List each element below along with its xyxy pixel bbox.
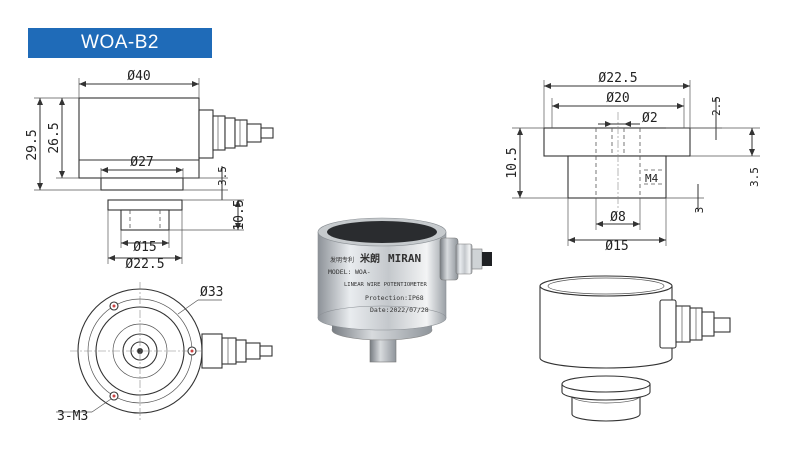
section-view: Ø22.5 Ø20 Ø2 2.5 3.5 10.5 M4 <box>505 71 761 254</box>
iso-gland-base <box>659 299 677 349</box>
photo-body <box>317 231 447 319</box>
photo-top-cap <box>327 221 437 243</box>
lower-neck <box>120 209 170 231</box>
top-holes-label: 3-M3 <box>57 409 88 424</box>
photo-product-line: LINEAR WIRE POTENTIOMETER <box>344 282 427 288</box>
lower-view: 10.5 Ø15 Ø22.5 <box>107 199 247 272</box>
section-dia-flange-label: Ø20 <box>606 91 629 106</box>
section-dia-neck-label: Ø15 <box>605 239 628 254</box>
section-dia-bore-label: Ø8 <box>610 210 626 225</box>
lower-flange <box>107 199 183 211</box>
photo-brand-en: MIRAN <box>388 252 421 265</box>
section-neck <box>567 155 667 199</box>
section-neck-height-label: 3.5 <box>748 167 761 187</box>
iso-body <box>539 286 673 369</box>
model-badge: WOA-B2 <box>28 28 212 58</box>
section-dia-hole-label: Ø2 <box>642 111 658 126</box>
top-cable-tip <box>259 345 273 357</box>
isometric-view <box>539 275 731 422</box>
section-thread-label: M4 <box>645 172 659 185</box>
product-photo: 米朗 MIRAN 发明专利 MODEL: WOA- LINEAR WIRE PO… <box>317 217 492 363</box>
iso-top <box>539 275 673 297</box>
front-dia-bottom-label: Ø27 <box>130 155 153 170</box>
lower-dia-inner-label: Ø15 <box>133 240 156 255</box>
photo-cable <box>482 252 492 266</box>
photo-brand-cn: 米朗 <box>360 252 380 265</box>
lower-height-label: 10.5 <box>232 199 247 230</box>
section-thread-depth-label: 3 <box>693 207 706 214</box>
photo-model-prefix: MODEL: <box>328 268 351 276</box>
front-body <box>78 97 200 179</box>
photo-cable-gland <box>439 237 459 281</box>
top-cable-gland-base <box>201 333 223 369</box>
front-step <box>100 177 184 191</box>
lower-dia-outer-label: Ø22.5 <box>125 257 164 272</box>
section-dia-outer-label: Ø22.5 <box>598 71 637 86</box>
front-cable-gland-base <box>198 109 214 159</box>
photo-small-text: 发明专利 <box>330 256 354 264</box>
front-height-total-label: 29.5 <box>25 129 40 160</box>
front-height-body-label: 26.5 <box>47 122 62 153</box>
top-dia-bolt-circle-label: Ø33 <box>200 285 223 300</box>
photo-protection: Protection:IP68 <box>365 294 424 302</box>
section-flange-thickness-label: 2.5 <box>710 96 723 116</box>
photo-model-value: WOA- <box>355 268 371 276</box>
photo-date: Date:2022/07/28 <box>370 306 429 314</box>
front-cable-tip <box>260 127 274 139</box>
section-flange <box>543 127 691 157</box>
section-height-label: 10.5 <box>505 147 520 178</box>
top-view: Ø33 3-M3 <box>56 282 273 424</box>
front-dia-top-label: Ø40 <box>127 69 150 84</box>
iso-cable-tip <box>713 317 731 333</box>
front-step-height-label: 3.5 <box>216 166 229 186</box>
front-view: Ø40 Ø27 29.5 26.5 3.5 <box>25 69 274 200</box>
